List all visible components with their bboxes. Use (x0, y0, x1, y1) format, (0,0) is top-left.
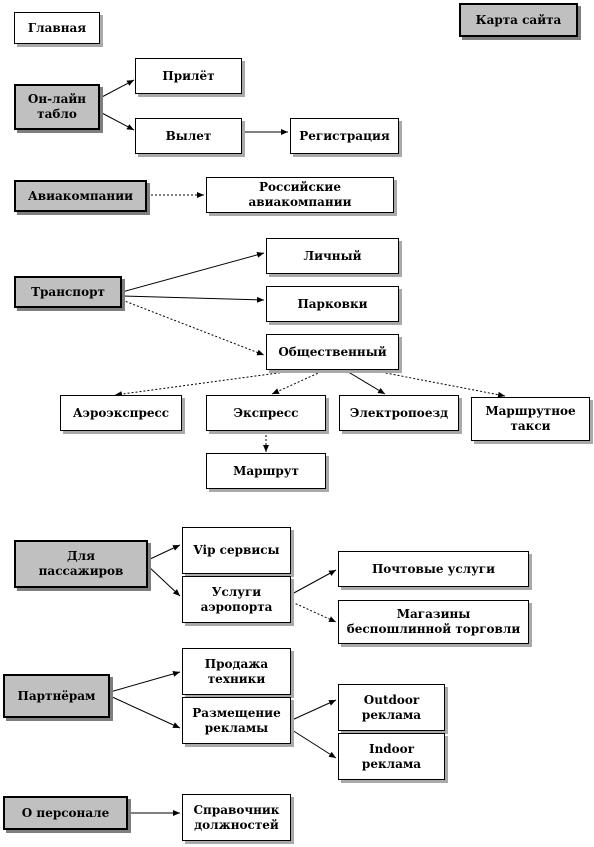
node-aeroexpress[interactable]: Аэроэкспресс (60, 395, 182, 431)
arrow-passengers-vip (147, 544, 181, 561)
node-positions[interactable]: Справочник должностей (182, 794, 291, 841)
arrow-transport-parking (121, 295, 265, 303)
node-indoor[interactable]: Indoor реклама (338, 733, 445, 780)
arrow-partners-equipment (109, 671, 181, 693)
node-route[interactable]: Маршрут (206, 453, 326, 489)
node-vip[interactable]: Vip сервисы (182, 527, 291, 574)
node-electric-train[interactable]: Электропоезд (339, 395, 459, 431)
arrow-board-departure (99, 111, 135, 131)
arrow-partners-ads (109, 695, 181, 729)
node-russian-airlines[interactable]: Российские авиакомпании (206, 177, 394, 213)
node-airlines[interactable]: Авиакомпании (14, 180, 147, 212)
arrow-passengers-services (147, 565, 181, 597)
arrow-ads-outdoor (291, 699, 337, 721)
arrow-transport-public (121, 299, 265, 356)
node-arrival[interactable]: Прилёт (135, 58, 242, 94)
arrow-services-postal (291, 569, 337, 595)
node-departure[interactable]: Вылет (135, 118, 242, 154)
node-sitemap-title[interactable]: Карта сайта (459, 3, 578, 37)
node-ad-placement[interactable]: Размещение рекламы (182, 697, 291, 744)
node-airport-services[interactable]: Услуги аэропорта (182, 576, 291, 623)
node-online-board[interactable]: Он-лайн табло (14, 84, 100, 130)
node-public[interactable]: Общественный (266, 334, 399, 370)
node-staff[interactable]: О персонале (3, 796, 128, 830)
node-transport[interactable]: Транспорт (14, 276, 122, 308)
node-express[interactable]: Экспресс (206, 395, 326, 431)
arrow-ads-indoor (291, 729, 337, 759)
node-shuttle-taxi[interactable]: Маршрутное такси (471, 397, 590, 441)
node-main[interactable]: Главная (14, 12, 100, 44)
node-partners[interactable]: Партнёрам (3, 674, 110, 718)
arrow-public-aeroexpress (114, 369, 301, 398)
arrow-board-arrival (99, 79, 135, 99)
node-checkin[interactable]: Регистрация (290, 118, 399, 154)
node-personal[interactable]: Личный (266, 238, 399, 274)
node-parking[interactable]: Парковки (266, 286, 399, 322)
arrow-services-dutyfree (291, 601, 337, 623)
node-dutyfree[interactable]: Магазины беспошлинной торговли (338, 600, 529, 644)
node-postal[interactable]: Почтовые услуги (338, 551, 529, 587)
node-equipment-sale[interactable]: Продажа техники (182, 648, 291, 695)
node-outdoor[interactable]: Outdoor реклама (338, 684, 445, 731)
node-passengers[interactable]: Для пассажиров (14, 540, 148, 588)
arrow-public-express (271, 369, 326, 395)
arrow-public-taxi (369, 369, 506, 398)
arrow-transport-personal (121, 251, 265, 293)
arrow-public-electric (344, 369, 386, 395)
